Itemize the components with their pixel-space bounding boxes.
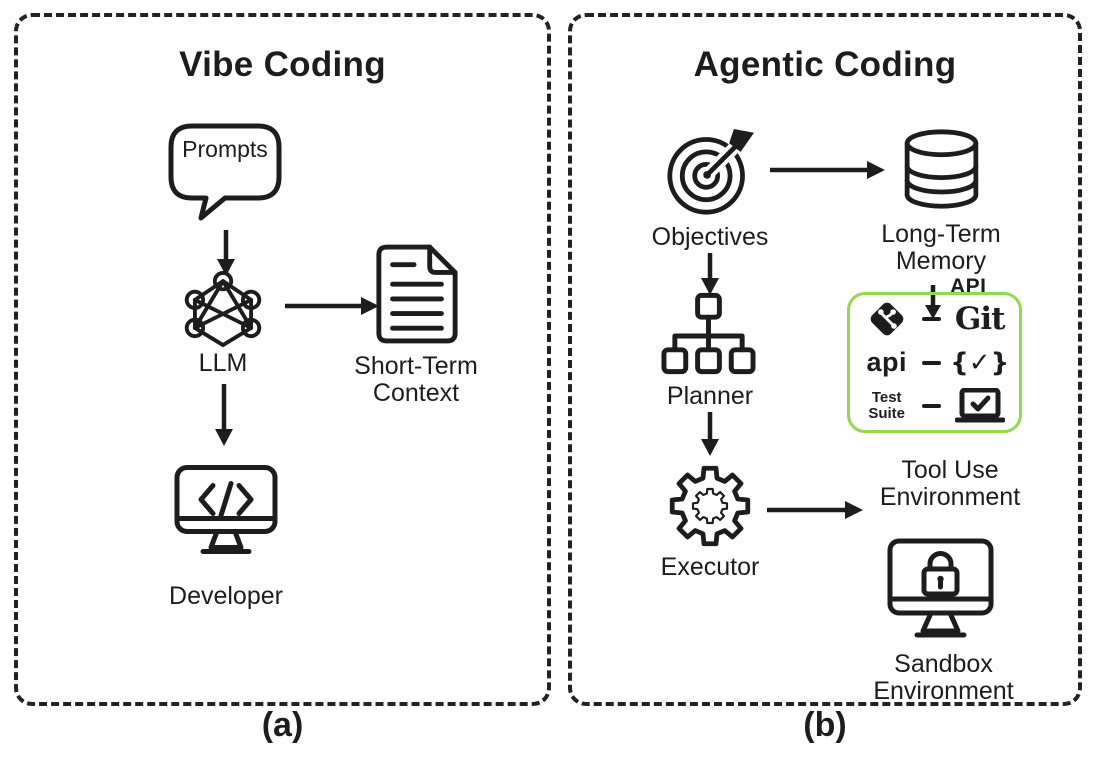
arrow-llm-to-short-term [285, 297, 379, 315]
dash-connector [922, 404, 942, 409]
laptop-check-icon [954, 388, 1005, 423]
sandbox-environment-label: Sandbox Environment [873, 650, 1014, 705]
arrow-planner-to-executor [701, 412, 719, 456]
panel-a-title: Vibe Coding [179, 45, 386, 84]
panel-vibe-coding: Vibe Coding Prompts LLM [14, 13, 551, 706]
arrow-memory-to-tools [925, 285, 941, 319]
planner-label: Planner [666, 382, 754, 410]
sandbox-lock-monitor-icon [887, 538, 994, 638]
developer-monitor-icon [174, 465, 278, 554]
tool-row-git: Git [858, 297, 1011, 341]
caption-a: (a) [261, 706, 304, 744]
document-icon [376, 244, 458, 344]
arrow-prompts-to-llm [217, 230, 235, 276]
api-label: api [866, 347, 907, 377]
llm-label: LLM [198, 349, 248, 377]
prompts-node: Prompts [165, 122, 285, 222]
speech-bubble-icon [168, 123, 282, 221]
tool-apis-box: Git api {✓} Test Suite [847, 292, 1022, 433]
executor-gear-icon [669, 465, 751, 547]
long-term-memory-database-icon [904, 129, 979, 209]
long-term-memory-label: Long-Term Memory [881, 220, 1001, 275]
arrow-objectives-to-memory [770, 161, 885, 179]
caption-b: (b) [803, 706, 847, 744]
planner-hierarchy-icon [661, 292, 756, 375]
panel-b-title: Agentic Coding [693, 45, 957, 84]
dash-connector [922, 360, 942, 365]
git-label: Git [954, 300, 1006, 337]
test-suite-label: Test Suite [868, 388, 906, 423]
panel-agentic-coding: Agentic Coding Objectives Long-Term Memo… [568, 13, 1082, 706]
tool-row-api: api {✓} [858, 341, 1011, 385]
tool-row-test-suite: Test Suite [858, 384, 1011, 428]
objectives-label: Objectives [651, 223, 769, 251]
tool-use-environment-label: Tool Use Environment [879, 456, 1021, 511]
developer-label: Developer [169, 582, 283, 610]
objectives-target-icon [667, 128, 754, 215]
prompts-label: Prompts [182, 136, 268, 162]
git-logo-icon [870, 302, 904, 336]
executor-label: Executor [660, 553, 760, 581]
api-check-icon: {✓} [950, 347, 1010, 378]
arrow-llm-to-developer [215, 384, 233, 446]
dash-connector [922, 316, 942, 321]
arrow-objectives-to-planner [701, 253, 719, 295]
arrow-executor-to-tool-use [767, 501, 863, 519]
llm-neural-network-icon [184, 271, 262, 348]
short-term-context-label: Short-Term Context [354, 352, 478, 407]
